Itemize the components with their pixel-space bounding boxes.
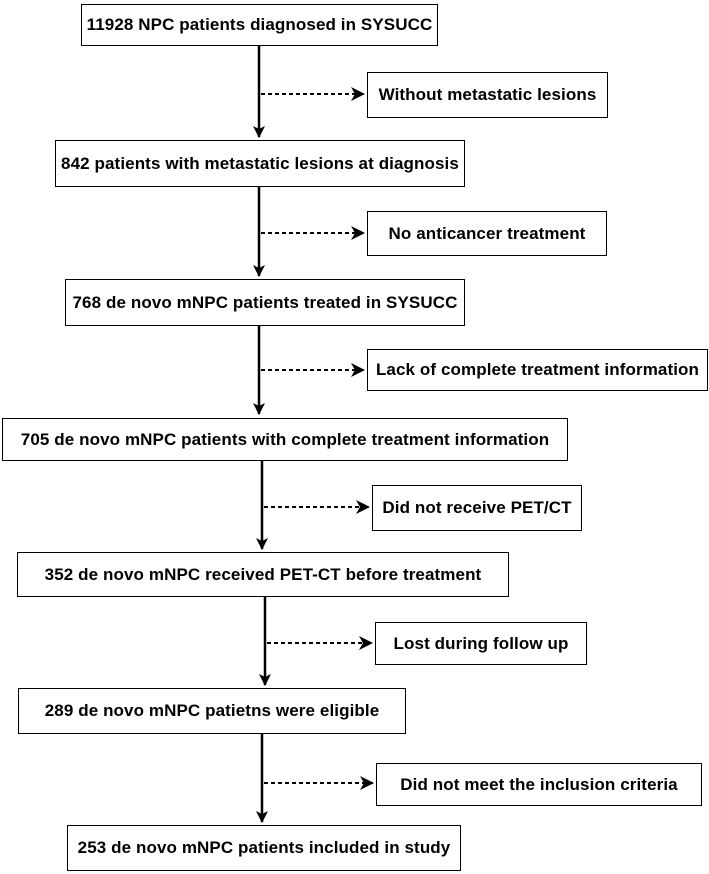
exclusion-box-5: Lost during follow up xyxy=(375,622,587,665)
step-box-6: 289 de novo mNPC patietns were eligible xyxy=(18,688,406,734)
exclusion-box-2: No anticancer treatment xyxy=(367,211,607,256)
step-box-4: 705 de novo mNPC patients with complete … xyxy=(2,418,568,461)
exclusion-box-6: Did not meet the inclusion criteria xyxy=(376,763,702,806)
exclusion-box-3: Lack of complete treatment information xyxy=(367,349,708,391)
step-box-5: 352 de novo mNPC received PET-CT before … xyxy=(17,552,509,597)
step-box-2: 842 patients with metastatic lesions at … xyxy=(55,140,465,187)
step-box-1: 11928 NPC patients diagnosed in SYSUCC xyxy=(81,4,438,46)
exclusion-box-1: Without metastatic lesions xyxy=(367,72,608,118)
step-box-7: 253 de novo mNPC patients included in st… xyxy=(67,825,461,871)
step-box-3: 768 de novo mNPC patients treated in SYS… xyxy=(65,279,465,326)
exclusion-box-4: Did not receive PET/CT xyxy=(372,485,582,531)
